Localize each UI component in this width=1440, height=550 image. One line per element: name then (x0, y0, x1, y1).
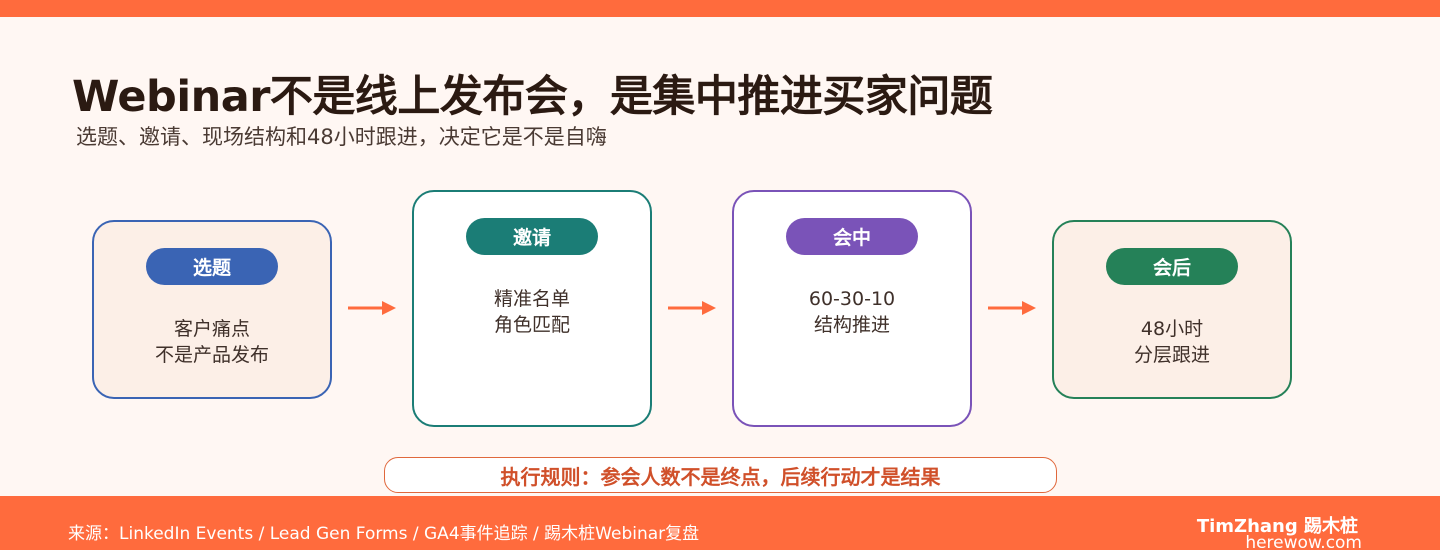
execution-rule-banner: 执行规则：参会人数不是终点，后续行动才是结果 (384, 457, 1057, 493)
arrow-right-icon (988, 301, 1036, 315)
stage-description-line: 不是产品发布 (154, 344, 269, 366)
arrow-right-icon (348, 301, 396, 315)
stage-description-line: 48小时 (1140, 318, 1204, 340)
stage-label-invite: 邀请 (466, 218, 598, 255)
brand-website: herewow.com (1245, 533, 1362, 550)
stage-label-topic: 选题 (146, 248, 278, 285)
stage-description-line: 客户痛点 (173, 318, 250, 340)
stage-description-followup: 48小时 分层跟进 (1054, 316, 1290, 368)
stage-card-invite: 邀请 精准名单 角色匹配 (412, 190, 652, 427)
footer-bar: 来源：LinkedIn Events / Lead Gen Forms / GA… (0, 496, 1440, 550)
stage-description-topic: 客户痛点 不是产品发布 (94, 316, 330, 368)
source-citation: 来源：LinkedIn Events / Lead Gen Forms / GA… (68, 524, 700, 544)
stage-description-invite: 精准名单 角色匹配 (414, 286, 650, 338)
arrow-right-icon (668, 301, 716, 315)
stage-description-line: 结构推进 (813, 314, 890, 336)
stage-description-line: 分层跟进 (1133, 344, 1210, 366)
page-subtitle: 选题、邀请、现场结构和48小时跟进，决定它是不是自嗨 (76, 125, 607, 149)
stage-description-line: 角色匹配 (493, 314, 570, 336)
stage-card-topic: 选题 客户痛点 不是产品发布 (92, 220, 332, 399)
stage-description-line: 60-30-10 (808, 288, 896, 310)
stage-description-line: 精准名单 (493, 288, 570, 310)
stage-card-followup: 会后 48小时 分层跟进 (1052, 220, 1292, 399)
stage-card-live: 会中 60-30-10 结构推进 (732, 190, 972, 427)
stage-description-live: 60-30-10 结构推进 (734, 286, 970, 338)
page-title: Webinar不是线上发布会，是集中推进买家问题 (72, 72, 993, 122)
brand-name: TimZhang 踢木桩 (1196, 516, 1358, 537)
stage-label-live: 会中 (786, 218, 918, 255)
stage-label-followup: 会后 (1106, 248, 1238, 285)
top-accent-bar (0, 0, 1440, 17)
